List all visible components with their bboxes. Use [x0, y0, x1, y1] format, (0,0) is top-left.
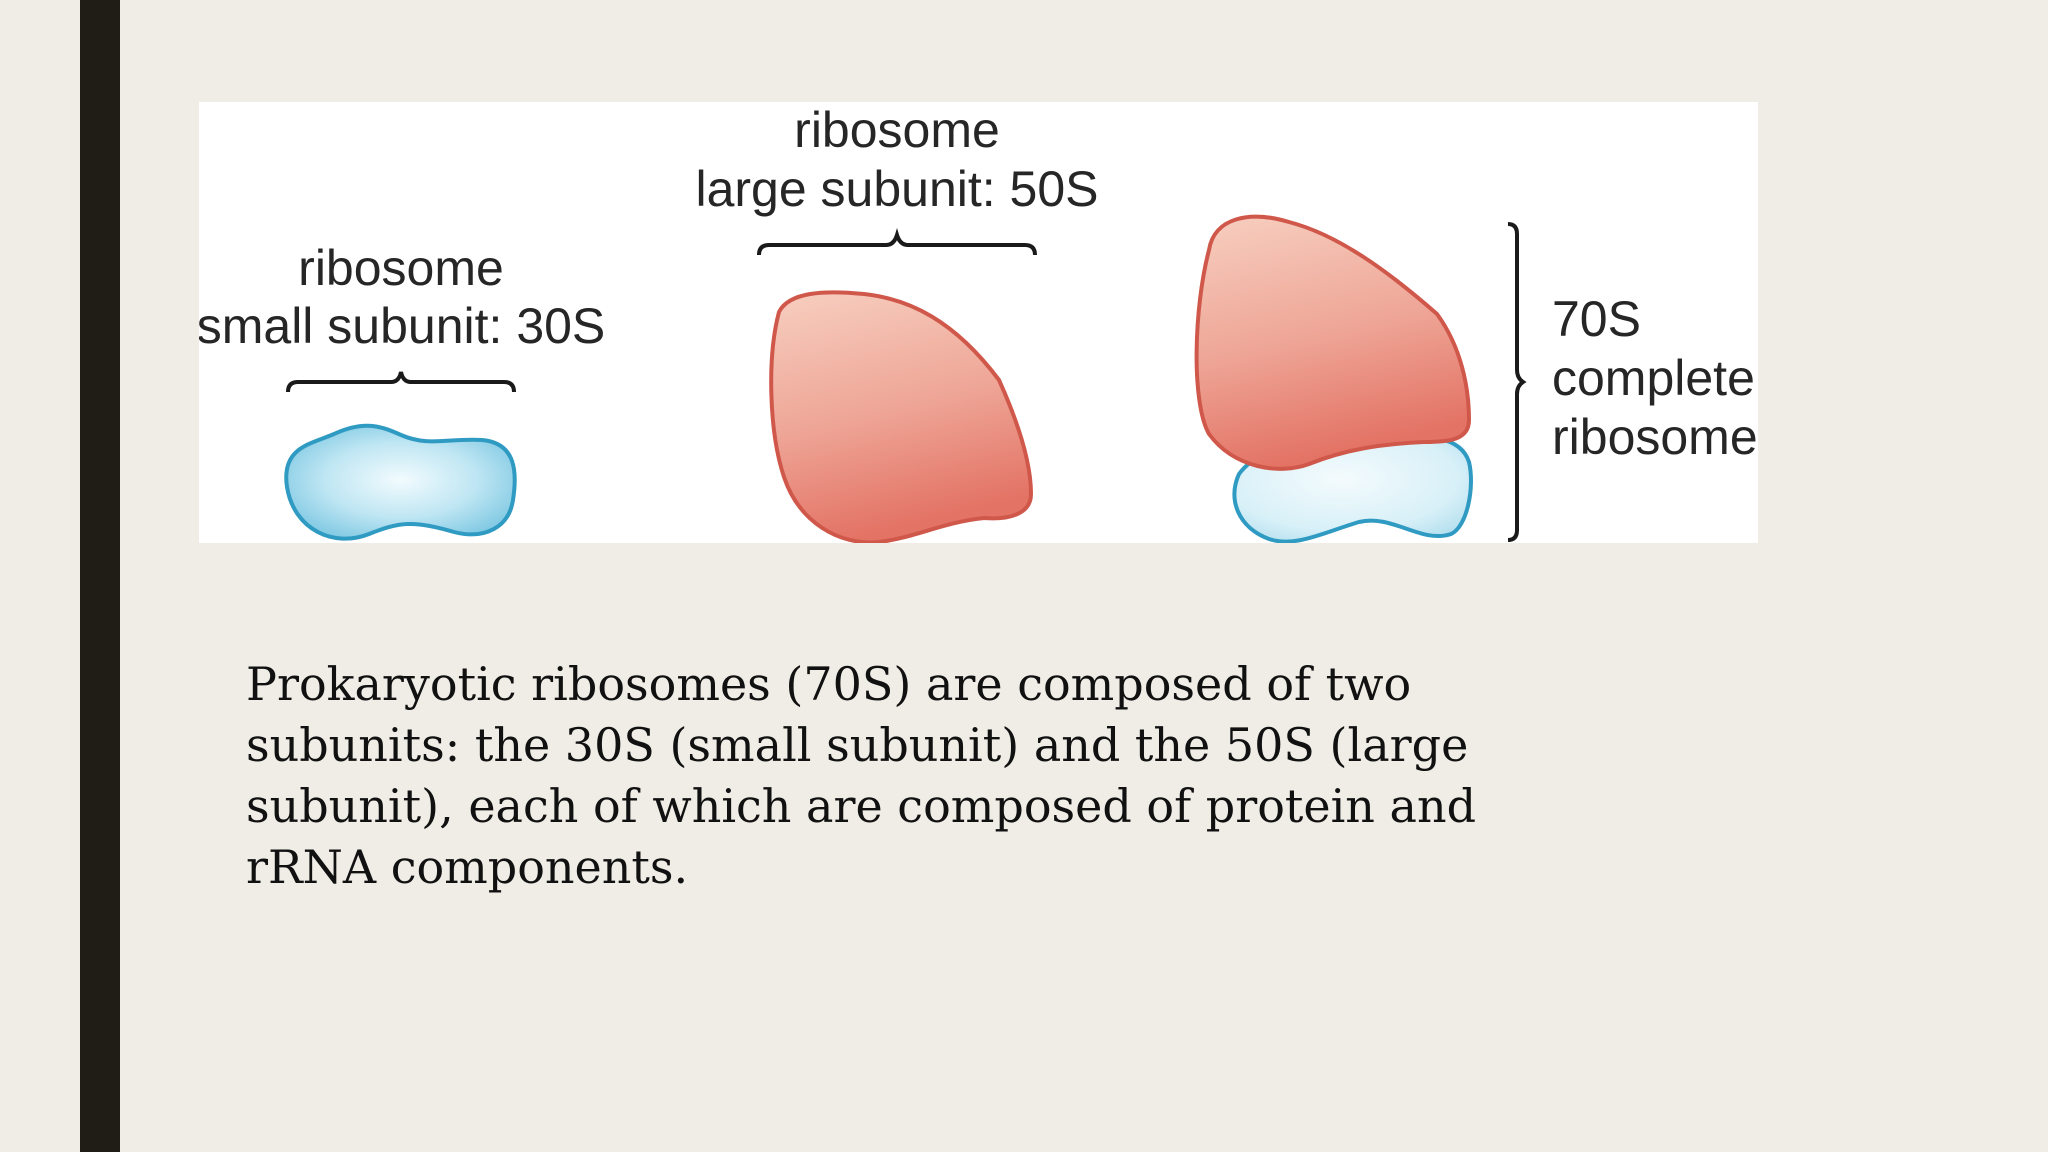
large-subunit-brace: [757, 228, 1037, 256]
ribosome-diagram: ribosome small subunit: 30S ribosome lar…: [199, 102, 1758, 543]
small-subunit-label-line1: ribosome: [298, 240, 504, 296]
complete-ribosome-label-line1: 70S: [1552, 291, 1641, 347]
slide-accent-bar: [80, 0, 120, 1152]
large-subunit-shape: [769, 290, 1034, 543]
slide-body-text: Prokaryotic ribosomes (70S) are composed…: [246, 657, 1477, 894]
small-subunit-shape: [284, 423, 517, 541]
large-subunit-label-line2: large subunit: 50S: [695, 161, 1098, 217]
complete-ribosome-label-line2: complete: [1552, 350, 1755, 406]
small-subunit-label-line2: small subunit: 30S: [199, 298, 605, 354]
small-subunit-brace: [286, 371, 516, 393]
complete-ribosome-large-subunit: [1194, 214, 1472, 471]
ribosome-figure: ribosome small subunit: 30S ribosome lar…: [199, 102, 1758, 543]
large-subunit-label-line1: ribosome: [794, 102, 1000, 158]
complete-ribosome-brace: [1507, 222, 1527, 542]
complete-ribosome-label-line3: ribosome: [1552, 409, 1758, 465]
